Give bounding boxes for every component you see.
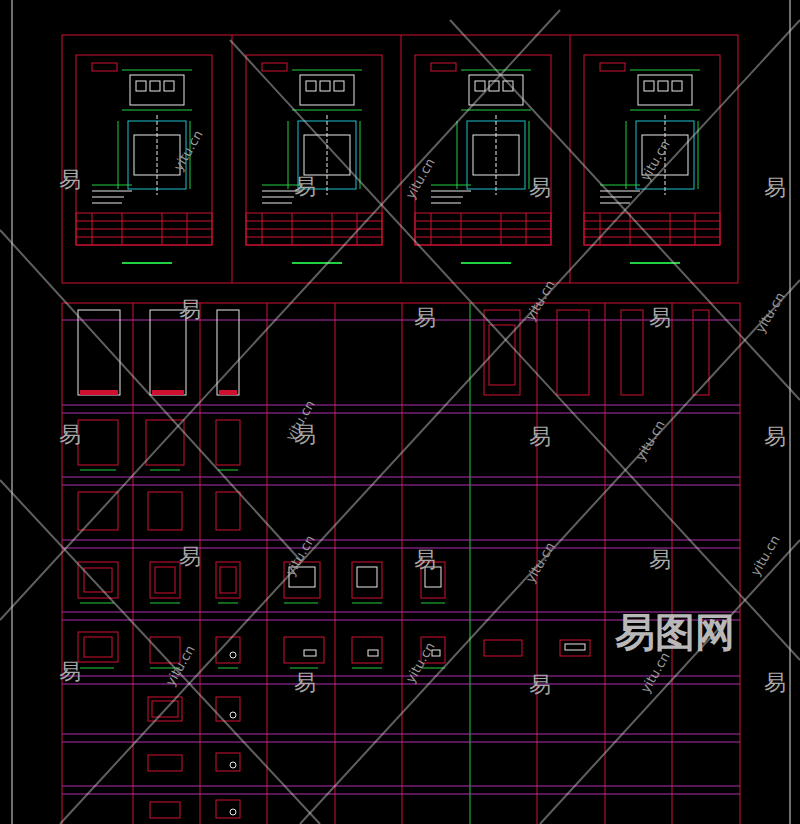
watermark-glyph: 易 [414, 549, 436, 571]
watermark-url: yitu.cn [748, 533, 781, 578]
watermark-url: yitu.cn [638, 138, 671, 183]
watermark-url: yitu.cn [523, 278, 556, 323]
watermark-url: yitu.cn [523, 540, 556, 585]
watermark-glyph: 易 [414, 307, 436, 329]
watermark-url: yitu.cn [403, 156, 436, 201]
watermark-glyph: 易 [649, 549, 671, 571]
watermark-glyph: 易 [179, 546, 201, 568]
watermark-glyph: 易 [59, 424, 81, 446]
watermark-glyph: 易 [294, 176, 316, 198]
watermark-glyph: 易 [294, 672, 316, 694]
watermark-glyph: 易 [179, 299, 201, 321]
watermark-url: yitu.cn [753, 290, 786, 335]
watermark-glyph: 易 [529, 177, 551, 199]
watermark-logo: 易图网 [615, 612, 735, 652]
watermark-glyph: 易 [764, 177, 786, 199]
watermark-glyph: 易 [59, 169, 81, 191]
watermark-url: yitu.cn [633, 418, 666, 463]
watermark-url: yitu.cn [171, 128, 204, 173]
watermark-url: yitu.cn [638, 650, 671, 695]
watermark-glyph: 易 [764, 426, 786, 448]
watermark-url: yitu.cn [283, 533, 316, 578]
watermark-glyph: 易 [649, 307, 671, 329]
watermark-glyph: 易 [764, 672, 786, 694]
watermark-url: yitu.cn [403, 640, 436, 685]
watermark-glyph: 易 [59, 661, 81, 683]
watermark-glyph: 易 [529, 426, 551, 448]
watermark-glyph: 易 [529, 674, 551, 696]
